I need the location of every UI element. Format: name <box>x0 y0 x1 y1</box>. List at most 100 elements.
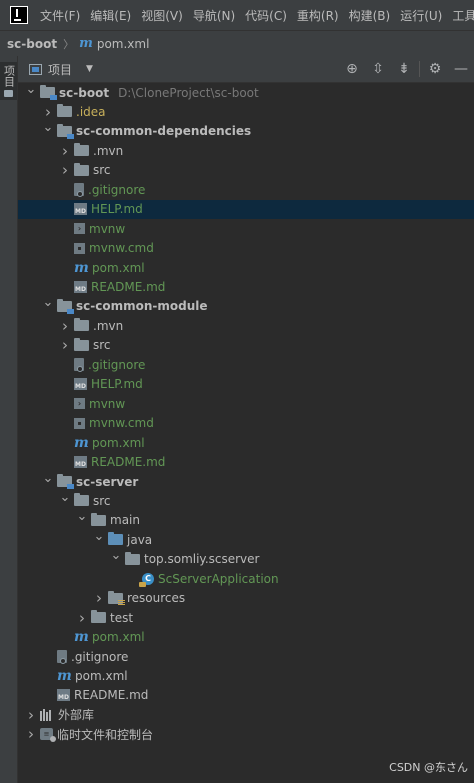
menu-navigate[interactable]: 导航(N) <box>192 8 236 23</box>
chevron-right-icon[interactable]: › <box>62 336 68 355</box>
menu-code[interactable]: 代码(C) <box>245 8 287 23</box>
folder-icon <box>91 512 106 526</box>
cmd-file-icon: ▪ <box>74 242 85 254</box>
menu-run[interactable]: 运行(U) <box>400 8 443 23</box>
chevron-down-icon[interactable]: ⌄ <box>76 509 88 525</box>
markdown-file-icon: MD <box>74 378 87 391</box>
breadcrumb-file[interactable]: pom.xml <box>96 36 150 51</box>
tree-row[interactable]: ›.idea <box>18 102 474 121</box>
project-tool-tab[interactable]: 项目 <box>0 62 17 100</box>
breadcrumb-project[interactable]: sc-boot <box>7 36 58 51</box>
tree-row[interactable]: ⌄ src <box>18 491 474 510</box>
folder-icon <box>91 610 106 624</box>
tree-item-label: pom.xml <box>92 260 145 275</box>
watermark: CSDN @东さん <box>389 761 468 774</box>
shell-file-icon: › <box>74 223 85 235</box>
expand-all-icon[interactable]: ⇳ <box>372 61 384 77</box>
tree-row[interactable]: ›外部库 <box>18 705 474 724</box>
tree-row[interactable]: ›.gitignore <box>18 355 474 374</box>
menu-tools[interactable]: 工具 <box>452 8 474 23</box>
menu-refactor[interactable]: 重构(R) <box>296 8 339 23</box>
chevron-down-icon[interactable]: ⌄ <box>42 470 54 486</box>
tree-row[interactable]: ››mvnw <box>18 219 474 238</box>
intellij-logo-icon[interactable] <box>10 6 28 24</box>
tree-row[interactable]: ››mvnw <box>18 394 474 413</box>
menu-build[interactable]: 构建(B) <box>348 8 391 23</box>
chevron-right-icon[interactable]: › <box>62 316 68 335</box>
menu-file[interactable]: 文件(F) <box>40 8 81 23</box>
markdown-file-icon: MD <box>74 456 87 469</box>
gitignore-file-icon <box>57 650 67 665</box>
chevron-down-icon[interactable]: ⌄ <box>93 528 105 544</box>
tree-row[interactable]: › resources <box>18 589 474 608</box>
chevron-right-icon[interactable]: › <box>28 705 34 724</box>
tree-row[interactable]: ›src <box>18 336 474 355</box>
maven-icon: m <box>57 668 72 684</box>
tree-item-label: main <box>110 513 140 528</box>
chevron-right-icon[interactable]: › <box>62 161 68 180</box>
chevron-right-icon: 〉 <box>63 37 75 51</box>
tree-row[interactable]: ›▪mvnw.cmd <box>18 239 474 258</box>
locate-file-icon[interactable]: ⊕ <box>346 61 358 77</box>
gitignore-file-icon <box>74 358 84 373</box>
tree-row[interactable]: › src <box>18 161 474 180</box>
gear-icon[interactable]: ⚙ <box>428 61 442 77</box>
tree-row[interactable]: ⌄sc-common-dependencies <box>18 120 474 141</box>
minimize-icon[interactable]: — <box>454 61 468 77</box>
tree-row[interactable]: ⌄sc-server <box>18 472 474 491</box>
chevron-right-icon[interactable]: › <box>45 102 51 121</box>
project-view-selector[interactable]: 项目 <box>48 62 73 77</box>
tree-row[interactable]: ›test <box>18 608 474 627</box>
tree-item-label: resources <box>127 591 186 606</box>
folder-icon <box>74 143 89 157</box>
tree-row[interactable]: ›.gitignore <box>18 647 474 666</box>
tree-row[interactable]: ›.mvn <box>18 141 474 160</box>
tree-item-label: src <box>93 163 111 178</box>
tree-item-label: src <box>93 493 111 508</box>
chevron-right-icon[interactable]: › <box>96 589 102 608</box>
tree-item-label: README.md <box>91 455 166 470</box>
tree-row[interactable]: ⌄java <box>18 530 474 549</box>
tree-item-label: mvnw <box>89 396 126 411</box>
markdown-file-icon: MD <box>74 203 87 216</box>
menu-view[interactable]: 视图(V) <box>141 8 183 23</box>
maven-icon: m <box>74 434 89 451</box>
menu-edit[interactable]: 编辑(E) <box>90 8 132 23</box>
chevron-down-icon[interactable]: ⌄ <box>110 548 122 564</box>
scratch-file-icon: ≡ <box>40 728 56 743</box>
tree-row[interactable]: ›≡临时文件和控制台 <box>18 725 474 744</box>
folder-icon <box>74 162 89 176</box>
tree-row[interactable]: ›.gitignore <box>18 180 474 199</box>
tree-row[interactable]: ⌄ main <box>18 509 474 530</box>
source-folder-icon <box>108 532 123 546</box>
collapse-all-icon[interactable]: ⇟ <box>398 61 410 77</box>
chevron-down-icon[interactable]: ⌄ <box>25 82 37 97</box>
tree-row[interactable]: ⌄sc-common-module <box>18 295 474 316</box>
tree-item-label: README.md <box>74 688 149 703</box>
tree-item-label: .gitignore <box>71 649 129 664</box>
chevron-down-icon[interactable]: ⌄ <box>42 295 54 311</box>
chevron-down-icon[interactable]: ⌄ <box>42 120 54 136</box>
chevron-right-icon[interactable]: › <box>28 725 34 744</box>
chevron-right-icon[interactable]: › <box>79 608 85 627</box>
tree-row[interactable]: ⌄top.somliy.scserver <box>18 548 474 569</box>
tree-row[interactable]: ›.mvn <box>18 316 474 335</box>
chevron-right-icon[interactable]: › <box>62 141 68 160</box>
chevron-down-icon[interactable]: ▼ <box>86 64 93 74</box>
chevron-down-icon[interactable]: ⌄ <box>59 489 71 505</box>
menu-bar: 文件(F) 编辑(E) 视图(V) 导航(N) 代码(C) 重构(R) 构建(B… <box>0 0 474 30</box>
tree-row[interactable]: ›▪mvnw.cmd <box>18 414 474 433</box>
tree-item-label: mvnw.cmd <box>89 416 154 431</box>
